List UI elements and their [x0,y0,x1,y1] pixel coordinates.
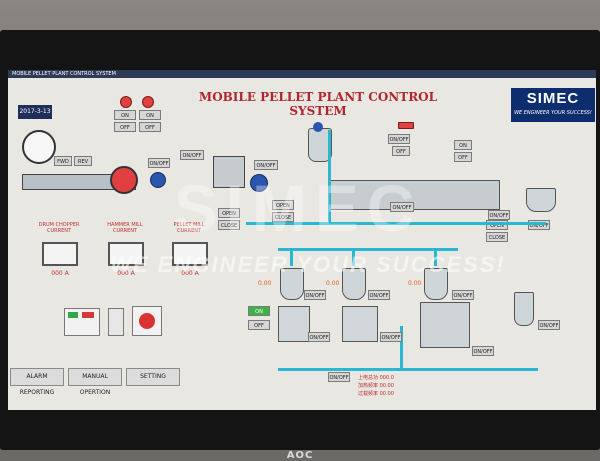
pressure-dial [22,130,56,164]
off-button-1[interactable]: OFF [114,122,136,132]
selector-switch[interactable] [108,308,124,336]
on-button-3[interactable]: ON [454,140,472,150]
silo-3 [424,268,448,300]
window-titlebar: MOBILE PELLET PLANT CONTROL SYSTEM [8,70,596,78]
onoff-button-1[interactable]: ON/OFF [180,150,204,160]
manual-operation-button[interactable]: MANUAL OPERTION [68,368,122,396]
date-display: 2017-3-13 [18,105,52,119]
watermark-logo: SIMEC [173,171,423,245]
pipe-dist-v3 [434,248,437,266]
meter-value-1: 000 A [51,270,69,277]
pellet-mill-2 [342,306,378,342]
red-lamp [82,312,94,318]
off-button-4[interactable]: OFF [454,152,472,162]
open-button-2[interactable]: OPEN [272,200,294,210]
pipe-dist [278,248,458,251]
hammer-mill-meter [108,242,144,266]
pellet-mill-1 [278,306,310,342]
on-button-4[interactable]: ON [248,306,270,316]
off-button-3[interactable]: OFF [392,146,410,156]
pipe-bottom [278,368,538,371]
onoff-button-3[interactable]: ON/OFF [390,202,414,212]
off-button-5[interactable]: OFF [248,320,270,330]
meter-value-2: 000 A [117,270,135,277]
rev-button-1[interactable]: REV [74,156,92,166]
dryer-drum [330,180,500,210]
onoff-button-11[interactable]: ON/OFF [308,332,330,342]
stat-line-2: 加热频率 00.00 [358,383,394,389]
setting-button[interactable]: SETTING [126,368,180,386]
open-button-3[interactable]: OPEN [486,220,508,230]
onoff-button-6[interactable]: ON/OFF [528,220,550,230]
hopper-right [526,188,556,212]
off-button-2[interactable]: OFF [139,122,161,132]
onoff-button-2[interactable]: ON/OFF [254,160,278,170]
silo-2 [342,268,366,300]
silo-4 [514,292,534,326]
drum-chopper [110,166,138,194]
meter-label-2: HAMMER MILL CURRENT [107,222,143,234]
brand-slogan: WE ENGINEER YOUR SUCCESS! [514,110,592,116]
watermark-slogan: WE ENGINEER YOUR SUCCESS! [110,252,506,277]
drum-chopper-meter [42,242,78,266]
onoff-button-4[interactable]: ON/OFF [388,134,410,144]
readout-1: 0.00 [258,280,272,287]
readout-2: 0.00 [326,280,340,287]
meter-value-3: 000 A [181,270,199,277]
close-button-1[interactable]: CLOSE [218,220,240,230]
onoff-button-12[interactable]: ON/OFF [380,332,402,342]
onoff-button-13[interactable]: ON/OFF [472,346,494,356]
meter-label-1: DRUM CHOPPER CURRENT [38,222,80,234]
brand-name: SIMEC [526,90,580,107]
pipe-dist-v1 [290,248,293,266]
pellet-mill-meter [172,242,208,266]
pipe-bottom-v [400,326,403,370]
stat-line-3: 过载频率 00.00 [358,391,394,397]
onoff-button-8[interactable]: ON/OFF [368,290,390,300]
pipe-main-v1 [328,130,331,224]
page-title: MOBILE PELLET PLANT CONTROL SYSTEM [198,90,438,118]
readout-3: 0.00 [408,280,422,287]
status-light-3 [398,122,414,129]
close-button-3[interactable]: CLOSE [486,232,508,242]
alarm-reporting-button[interactable]: ALARM REPORTING [10,368,64,396]
motor-icon [150,172,166,188]
onoff-button-5[interactable]: ON/OFF [488,210,510,220]
emergency-stop-button[interactable] [132,306,162,336]
fan-icon-top [313,122,323,132]
blower-icon [250,174,268,192]
brand-logo: SIMEC WE ENGINEER YOUR SUCCESS! [511,88,595,122]
open-button-1[interactable]: OPEN [218,208,240,218]
hmi-screen: MOBILE PELLET PLANT CONTROL SYSTEM 2017-… [8,70,596,410]
monitor-brand: AOC [286,450,314,461]
status-light-1 [120,96,132,108]
meter-label-3: PELLET MILL CURRENT [173,222,205,234]
status-light-2 [142,96,154,108]
stat-line-1: 上电总功 000.0 [358,375,394,381]
green-lamp [68,312,78,318]
cooler [420,302,470,348]
start-button-1[interactable]: ON/OFF [148,158,170,168]
onoff-button-10[interactable]: ON/OFF [538,320,560,330]
hammer-mill [213,156,245,188]
on-button-2[interactable]: ON [139,110,161,120]
onoff-button-14[interactable]: ON/OFF [328,372,350,382]
on-button-1[interactable]: ON [114,110,136,120]
close-button-2[interactable]: CLOSE [272,212,294,222]
pipe-main-h [246,222,546,225]
onoff-button-7[interactable]: ON/OFF [304,290,326,300]
silo-1 [280,268,304,300]
fwd-button-1[interactable]: FWD [54,156,72,166]
pipe-dist-v2 [352,248,355,266]
onoff-button-9[interactable]: ON/OFF [452,290,474,300]
